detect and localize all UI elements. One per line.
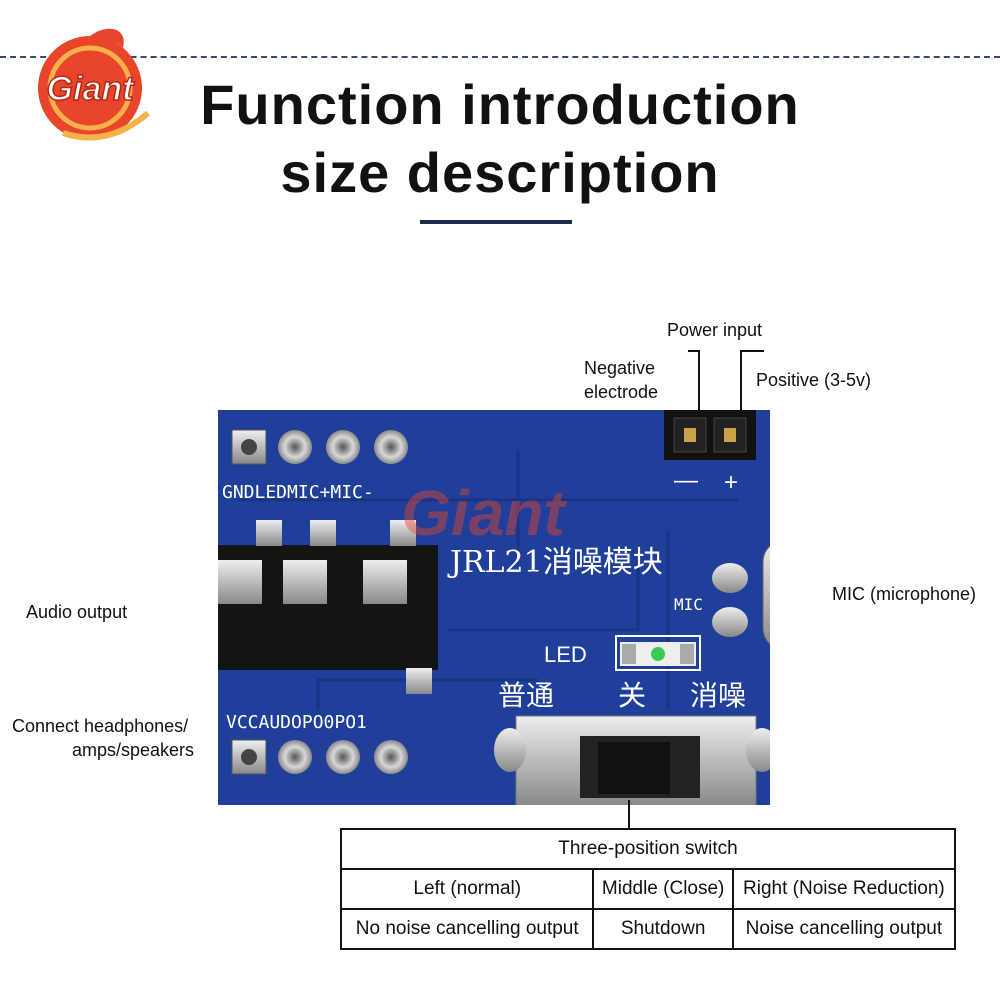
- title-underline: [420, 220, 572, 224]
- label-connect-line1: Connect headphones/: [12, 716, 189, 736]
- audio-jack: [218, 520, 438, 694]
- pcb-traces: [238, 450, 738, 710]
- logo-text: Giant: [47, 70, 136, 108]
- output-right: Noise cancelling output: [731, 908, 957, 950]
- power-pos-leader: [740, 350, 742, 420]
- module-name: JRL21消噪模块: [447, 545, 663, 580]
- position-left: Left (normal): [339, 868, 595, 910]
- label-audio-output: Audio output: [26, 602, 128, 622]
- header-dashed-line: [0, 56, 1000, 58]
- top-pins-label: GNDLEDMIC+MIC-: [222, 482, 374, 503]
- label-negative-line2: electrode: [584, 382, 659, 402]
- page-title-line2: size description: [280, 141, 720, 204]
- pcb-board: GNDLEDMIC+MIC- Giant JRL21消噪模块 — + MIC L…: [218, 410, 770, 805]
- power-pos-tick: [740, 350, 764, 352]
- label-negative-line1: Negative: [584, 358, 656, 378]
- bottom-pins-label: VCCAUDOPO0PO1: [226, 712, 367, 733]
- label-positive: Positive (3-5v): [756, 370, 872, 390]
- mic-board-label: MIC: [674, 595, 703, 614]
- giant-logo: Giant: [38, 28, 150, 141]
- position-middle: Middle (Close): [592, 868, 734, 910]
- switch-table: Three-position switch Left (normal) Midd…: [339, 828, 957, 950]
- switch-mid-label: 关: [618, 680, 646, 711]
- output-left: No noise cancelling output: [339, 908, 595, 950]
- plus-sign: +: [724, 469, 738, 496]
- led-component: [615, 635, 701, 671]
- page-title-line1: Function introduction: [200, 73, 800, 136]
- switch-table-header: Three-position switch: [340, 828, 956, 870]
- led-label: LED: [544, 642, 587, 667]
- minus-sign: —: [674, 467, 698, 494]
- switch-right-label: 消噪: [690, 680, 746, 711]
- power-neg-tick: [688, 350, 700, 352]
- switch-left-label: 普通: [498, 680, 554, 711]
- microphone: [712, 545, 770, 645]
- three-position-slide-switch: [494, 715, 770, 805]
- label-mic: MIC (microphone): [832, 584, 977, 604]
- watermark-logo-text: Giant: [401, 477, 567, 549]
- bottom-pin-row: [231, 739, 408, 775]
- label-power-input: Power input: [667, 320, 763, 340]
- power-header: [664, 410, 756, 460]
- output-middle: Shutdown: [592, 908, 734, 950]
- top-pin-row: [231, 429, 408, 465]
- position-right: Right (Noise Reduction): [731, 868, 957, 910]
- power-neg-leader: [698, 350, 700, 420]
- switch-leader: [628, 800, 630, 830]
- label-connect-line2: amps/speakers: [72, 740, 195, 760]
